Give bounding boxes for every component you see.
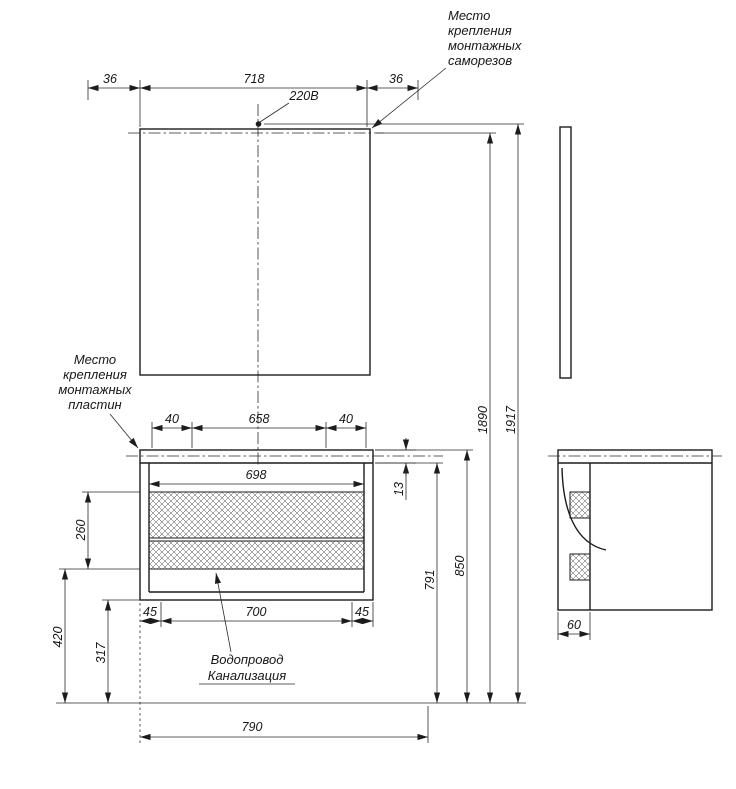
dim-label-36-right: 36 — [389, 72, 403, 86]
dim-label-40-left: 40 — [165, 412, 179, 426]
dim-label-36-left: 36 — [103, 72, 117, 86]
cabinet-side-outline — [557, 449, 713, 611]
note-line: крепления — [448, 23, 512, 38]
note-line: Канализация — [208, 668, 286, 683]
dimension-mirror-mount-height: 1890 — [376, 132, 496, 703]
outlet-leader-line — [259, 102, 290, 123]
cabinet-front-view — [126, 449, 443, 601]
note-line: Место — [448, 8, 490, 23]
dim-label-698: 698 — [246, 468, 267, 482]
note-line: монтажных — [58, 382, 132, 397]
dim-label-658: 658 — [249, 412, 270, 426]
dim-label-45-left: 45 — [143, 605, 157, 619]
dimension-plates: 40 658 40 — [151, 412, 367, 448]
dim-label-791: 791 — [423, 570, 437, 591]
dim-label-1890: 1890 — [476, 406, 490, 434]
note-line: саморезов — [448, 53, 512, 68]
mirror-front-view — [128, 104, 384, 465]
outlet-label: 220В — [288, 89, 318, 103]
mirror-outline — [139, 128, 371, 376]
leader-line — [214, 572, 232, 653]
dim-label-13: 13 — [392, 482, 406, 496]
dim-label-790: 790 — [242, 720, 263, 734]
dimension-inner-width: 698 — [148, 468, 365, 491]
cabinet-side-view — [548, 449, 722, 611]
dimension-base: 45 700 45 — [140, 602, 374, 627]
dim-label-40-right: 40 — [339, 412, 353, 426]
note-line: монтажных — [448, 38, 522, 53]
cabinet-outline — [139, 449, 374, 601]
drawer-front-upper — [148, 491, 365, 539]
mounting-plate-section-upper — [569, 491, 591, 519]
leader-line — [371, 67, 447, 129]
dim-label-260: 260 — [74, 520, 88, 542]
note-line: пластин — [68, 397, 121, 412]
dimension-total-width: 790 — [139, 603, 429, 743]
dim-label-45-right: 45 — [355, 605, 369, 619]
dim-label-60: 60 — [567, 618, 581, 632]
note-line: Водопровод — [211, 652, 284, 667]
dim-label-420: 420 — [51, 627, 65, 648]
dimension-top-height: 850 — [375, 449, 473, 703]
dimension-total-height: 1917 — [264, 123, 524, 703]
dim-label-317: 317 — [94, 642, 108, 664]
mirror-side-outline — [559, 126, 572, 379]
leader-line — [109, 413, 139, 449]
mirror-side-view — [559, 126, 572, 379]
dimension-drawer-block: 260 — [59, 491, 140, 570]
mounting-plate-section-lower — [569, 553, 591, 581]
note-mounting-plates: Место крепления монтажных пластин — [58, 352, 139, 449]
note-mounting-screws: Место крепления монтажных саморезов — [371, 8, 522, 129]
dimension-top-width: 36 718 36 — [87, 72, 419, 127]
drawer-front-lower — [148, 540, 365, 570]
dim-label-850: 850 — [453, 556, 467, 577]
dim-label-1917: 1917 — [504, 405, 518, 434]
note-line: крепления — [63, 367, 127, 382]
dimension-wall-gap: 60 — [557, 612, 591, 640]
dimension-plumbing-height: 317 — [94, 599, 140, 703]
dimension-under-block: 420 — [51, 569, 69, 703]
side-bracket-curve — [561, 467, 607, 551]
note-plumbing: Водопровод Канализация — [199, 572, 295, 685]
outlet-callout: 220В — [255, 89, 319, 127]
dim-label-700: 700 — [246, 605, 267, 619]
note-line: Место — [74, 352, 116, 367]
outlet-point — [255, 121, 262, 127]
dimension-cabinet-height: 791 — [375, 462, 443, 703]
dim-label-718: 718 — [244, 72, 265, 86]
